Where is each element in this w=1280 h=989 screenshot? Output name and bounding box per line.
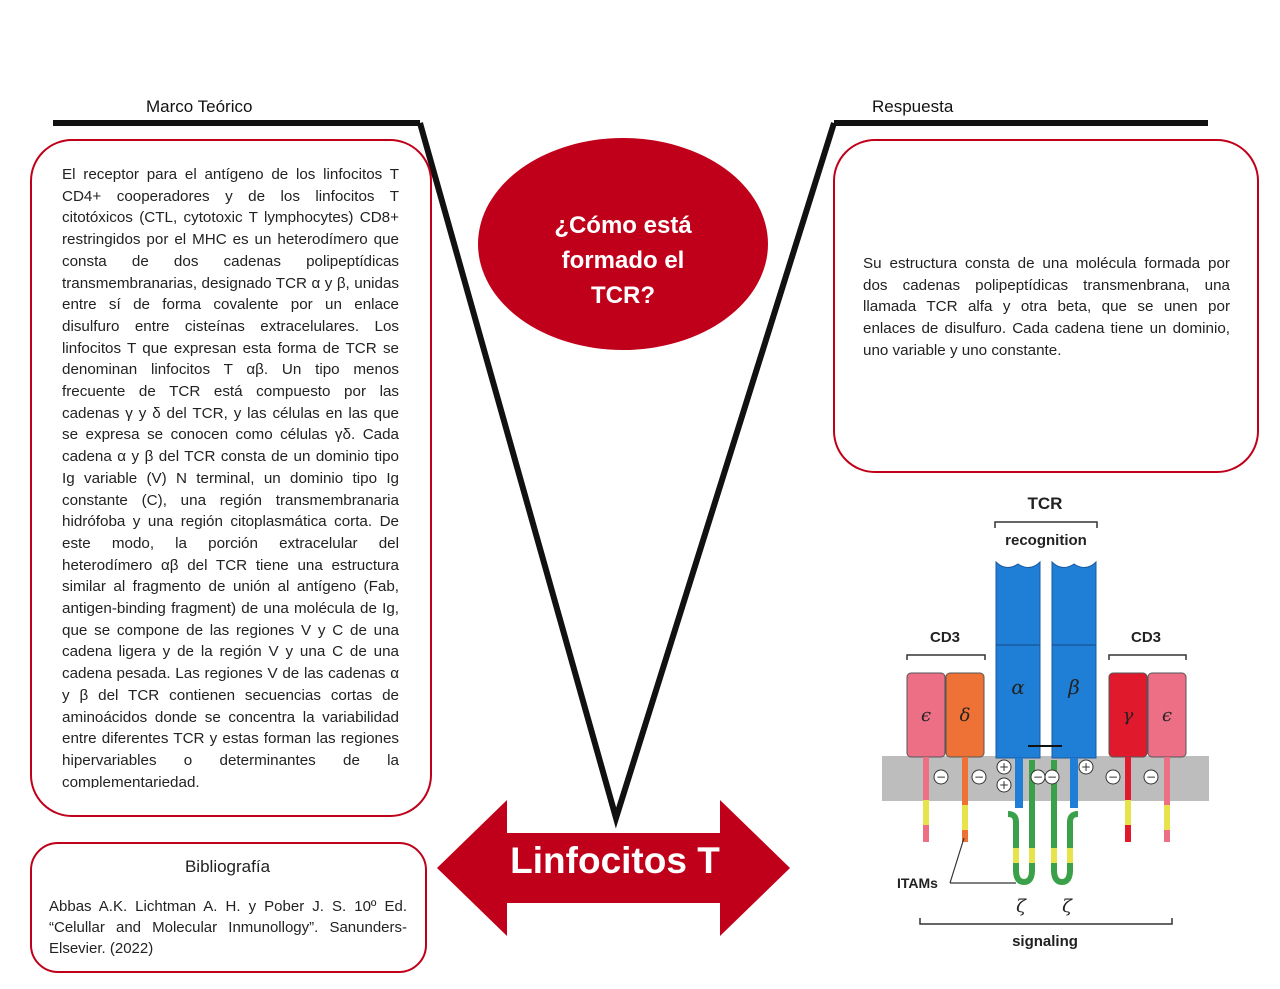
gamma-label: γ — [1123, 705, 1134, 726]
svg-text:−: − — [1108, 770, 1118, 784]
bibliography-title: Bibliografía — [184, 857, 271, 876]
beta-chain-variable — [1051, 560, 1097, 759]
v-line — [417, 122, 837, 829]
answer-box — [833, 139, 1259, 473]
beta-tail — [1070, 758, 1078, 808]
zeta-right-chain — [1051, 760, 1079, 886]
tcr-bracket — [994, 521, 1098, 528]
double-arrow-shape — [437, 800, 790, 936]
cd3-left-bracket — [906, 654, 986, 660]
delta-tail — [962, 757, 968, 842]
svg-text:+: + — [1081, 760, 1091, 774]
tcr-title: TCR — [1028, 494, 1063, 513]
theory-text: El receptor para el antígeno de los linf… — [62, 166, 399, 788]
recognition-label: recognition — [1005, 532, 1087, 549]
question-ellipse — [478, 138, 768, 350]
zeta-left-label: ζ — [1016, 896, 1027, 917]
membrane-charges: − − + + − − + − − — [933, 759, 1159, 793]
epsilon-left-tail — [923, 757, 929, 842]
answer-header: Respuesta — [872, 97, 954, 116]
beta-label: β — [1067, 675, 1080, 699]
alpha-label: α — [1011, 675, 1025, 699]
svg-text:−: − — [974, 770, 984, 784]
alpha-tail — [1015, 758, 1023, 808]
signaling-bracket — [919, 918, 1173, 925]
answer-text: Su estructura consta de una molécula for… — [863, 255, 1230, 359]
svg-text:−: − — [1047, 770, 1057, 784]
epsilon-right-tail — [1164, 757, 1170, 842]
bibliography-box — [30, 842, 427, 973]
epsilon-right-label: ϵ — [1162, 705, 1172, 726]
signaling-label: signaling — [1012, 933, 1078, 950]
svg-text:+: + — [999, 760, 1009, 774]
delta-label: δ — [960, 705, 971, 726]
zeta-left-chain — [1007, 760, 1035, 886]
itams-label: ITAMs — [897, 875, 938, 891]
question-line-2: formado el — [561, 247, 685, 274]
bibliography-text: Abbas A.K. Lichtman A. H. y Pober J. S. … — [49, 898, 407, 957]
svg-text:−: − — [1033, 770, 1043, 784]
cd3-right-label: CD3 — [1131, 629, 1161, 646]
main-label: Linfocitos T — [510, 840, 720, 881]
question-line-3: TCR? — [591, 282, 655, 309]
question-line-1: ¿Cómo está — [554, 212, 692, 239]
alpha-chain-variable — [995, 560, 1041, 759]
epsilon-left-label: ϵ — [921, 705, 931, 726]
theory-box — [30, 139, 432, 817]
question-text: ¿Cómo está formado el TCR? — [518, 208, 728, 313]
svg-text:−: − — [1146, 770, 1156, 784]
svg-text:−: − — [936, 770, 946, 784]
gamma-tail — [1125, 757, 1131, 842]
cd3-right-bracket — [1108, 654, 1187, 660]
svg-text:+: + — [999, 778, 1009, 792]
theory-header: Marco Teórico — [146, 97, 253, 116]
zeta-right-label: ζ — [1062, 896, 1073, 917]
cd3-left-label: CD3 — [930, 629, 960, 646]
